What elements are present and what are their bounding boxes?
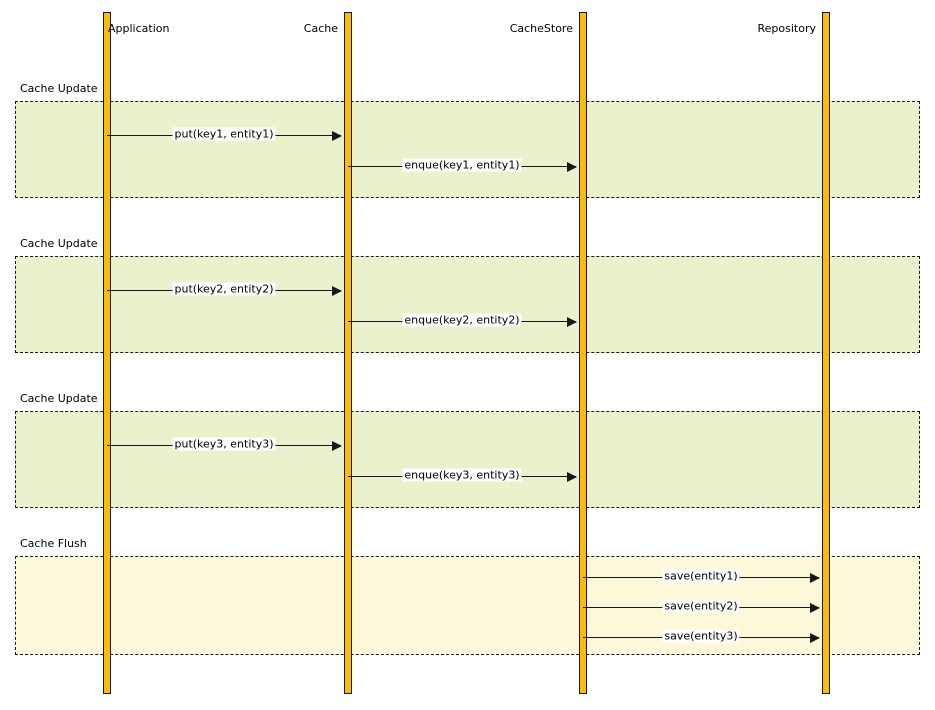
participant-label-repository: Repository xyxy=(757,22,817,35)
msg-enque-3-label: enque(key3, entity3) xyxy=(402,468,522,482)
lifeline-cache xyxy=(344,12,352,694)
group-cache-flush xyxy=(15,556,920,655)
group-cache-update-3 xyxy=(15,411,920,508)
group-cache-update-1-label: Cache Update xyxy=(20,82,98,95)
group-cache-update-3-label: Cache Update xyxy=(20,392,98,405)
msg-save-1-arrowhead-icon xyxy=(810,573,820,583)
msg-enque-2-label: enque(key2, entity2) xyxy=(402,313,522,327)
lifeline-cachestore xyxy=(579,12,587,694)
msg-save-2-arrowhead-icon xyxy=(810,603,820,613)
msg-save-3-arrowhead-icon xyxy=(810,633,820,643)
lifeline-application xyxy=(103,12,111,694)
participant-label-cachestore: CacheStore xyxy=(509,22,573,35)
group-cache-update-1 xyxy=(15,101,920,198)
msg-save-1-label: save(entity1) xyxy=(662,569,740,583)
msg-enque-3-arrowhead-icon xyxy=(567,472,577,482)
participant-label-application: Application xyxy=(108,22,170,35)
msg-enque-2-arrowhead-icon xyxy=(567,317,577,327)
msg-put-2-label: put(key2, entity2) xyxy=(172,282,276,296)
msg-put-3-arrowhead-icon xyxy=(332,441,342,451)
group-cache-update-2 xyxy=(15,256,920,353)
msg-save-2-label: save(entity2) xyxy=(662,599,740,613)
msg-put-3-label: put(key3, entity3) xyxy=(172,437,276,451)
msg-save-3-label: save(entity3) xyxy=(662,629,740,643)
msg-enque-1-label: enque(key1, entity1) xyxy=(402,158,522,172)
group-cache-update-2-label: Cache Update xyxy=(20,237,98,250)
msg-enque-1-arrowhead-icon xyxy=(567,162,577,172)
msg-put-2-arrowhead-icon xyxy=(332,286,342,296)
lifeline-repository xyxy=(822,12,830,694)
msg-put-1-arrowhead-icon xyxy=(332,131,342,141)
participant-label-cache: Cache xyxy=(303,22,338,35)
group-cache-flush-label: Cache Flush xyxy=(20,537,87,550)
msg-put-1-label: put(key1, entity1) xyxy=(172,127,276,141)
